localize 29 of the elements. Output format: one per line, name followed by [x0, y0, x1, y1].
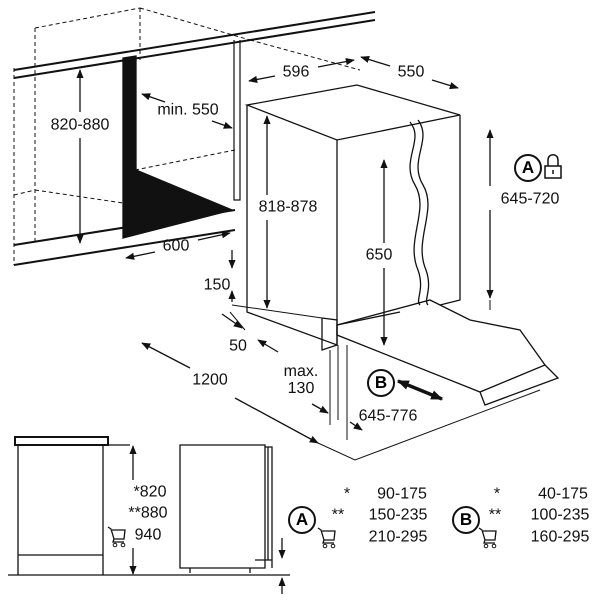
- dimension-label: min. 550: [157, 102, 219, 118]
- dimension-label: 150-235: [368, 506, 428, 524]
- dimension-label: 940: [134, 526, 162, 544]
- footnote-mark: *: [344, 486, 350, 502]
- circled-letter: A: [514, 154, 542, 182]
- dimension-label: 100-235: [530, 506, 590, 524]
- footnote-mark: **: [488, 506, 502, 524]
- dimension-label: **880: [128, 504, 168, 522]
- dimension-label: 550: [398, 64, 424, 80]
- circled-letter: A: [288, 506, 316, 534]
- dimension-label: 210-295: [368, 528, 428, 546]
- dimension-label: *820: [134, 484, 166, 500]
- circled-letter: B: [367, 369, 395, 397]
- circled-letter: B: [452, 506, 480, 534]
- dimension-label: 650: [366, 246, 392, 264]
- footnote-mark: *: [494, 486, 500, 502]
- dimension-label: 645-720: [500, 190, 560, 208]
- dimension-label: 1200: [192, 372, 228, 388]
- dimension-label: 90-175: [377, 486, 427, 502]
- footnote-mark: **: [332, 506, 344, 524]
- dimension-label: 820-880: [50, 116, 110, 134]
- dimension-label: 150: [204, 276, 230, 294]
- dimension-label: max. 130: [282, 363, 320, 397]
- dimension-label: 818-878: [258, 198, 318, 216]
- dimension-label: 50: [229, 338, 247, 354]
- dimension-label: 645-776: [358, 408, 418, 424]
- dimension-label: 596: [282, 64, 310, 80]
- dimension-label: 40-175: [538, 486, 588, 502]
- dimension-label: 160-295: [530, 528, 590, 546]
